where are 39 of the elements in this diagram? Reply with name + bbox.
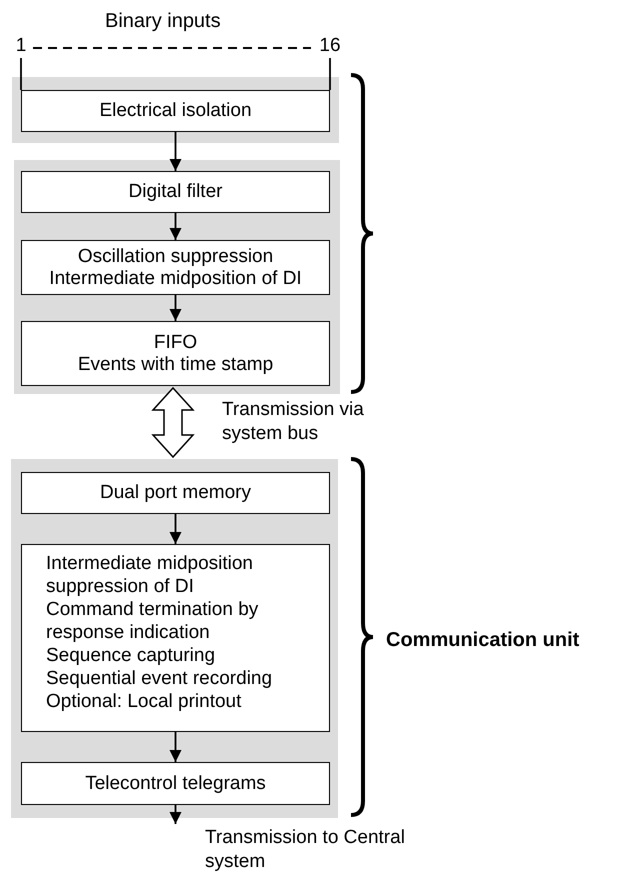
box-text: Optional: Local printout	[46, 690, 242, 713]
group-panel	[14, 160, 340, 394]
box-text: Intermediate midposition suppression of DI	[46, 552, 254, 598]
box-text: Intermediate midposition of DI	[49, 268, 302, 290]
box-text: Electrical isolation	[99, 100, 252, 122]
bus-line	[33, 47, 311, 49]
box-text: Oscillation suppression	[78, 246, 274, 268]
node-label: Transmission to Central system	[205, 826, 406, 874]
process-box	[21, 171, 330, 213]
node-label: 1	[14, 34, 28, 58]
input-line	[20, 58, 22, 90]
box-text: Command termination by response indication	[46, 598, 260, 644]
process-box	[21, 544, 330, 732]
process-box	[21, 240, 330, 295]
heading-label: Binary inputs	[105, 10, 221, 33]
process-box	[21, 472, 330, 514]
double-arrow	[151, 386, 195, 458]
arrow	[170, 805, 182, 824]
box-text: Events with time stamp	[78, 354, 274, 376]
node-label: 16	[318, 34, 342, 58]
process-box	[21, 762, 330, 805]
arrow	[170, 132, 182, 171]
box-text: Dual port memory	[100, 482, 251, 504]
box-text: Sequence capturing	[46, 644, 216, 667]
box-text: Telecontrol telegrams	[85, 772, 266, 794]
box-text: FIFO	[154, 332, 198, 354]
box-text: Sequential event recording	[46, 667, 272, 690]
arrow	[170, 213, 182, 240]
section-label: Communication unit	[386, 629, 580, 652]
input-line	[329, 58, 331, 90]
arrow	[170, 514, 182, 544]
process-box	[21, 321, 330, 386]
box-text: Digital filter	[128, 181, 222, 203]
group-panel	[12, 77, 339, 143]
arrow	[170, 732, 182, 762]
arrow	[170, 295, 182, 321]
group-panel	[11, 459, 338, 818]
edge-label: Transmission via system bus	[222, 398, 365, 446]
process-box	[21, 90, 330, 132]
